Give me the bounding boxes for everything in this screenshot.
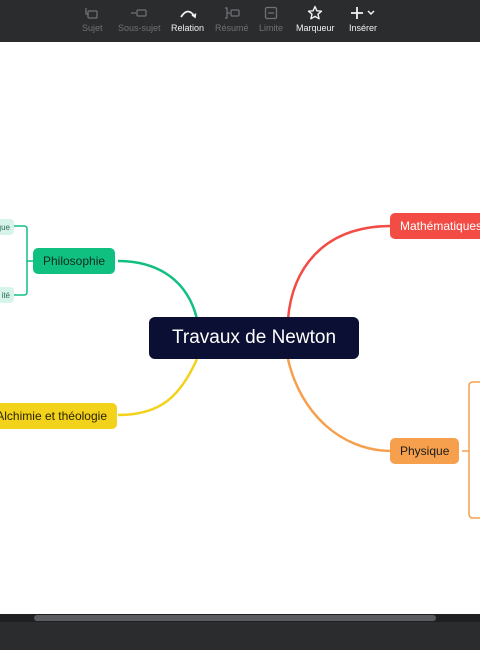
tool-relation[interactable]: Relation <box>171 4 204 33</box>
tool-sous-sujet[interactable]: Sous-sujet <box>118 4 161 33</box>
tool-sujet[interactable]: Sujet <box>82 4 103 33</box>
bottom-bar <box>0 614 480 650</box>
tool-resume[interactable]: Résumé <box>215 4 249 33</box>
plus-icon <box>350 4 376 22</box>
topic-philosophie[interactable]: Philosophie <box>33 248 116 274</box>
horizontal-scrollbar[interactable] <box>0 614 480 622</box>
tool-inserer[interactable]: Insérer <box>349 4 377 33</box>
tool-label: Insérer <box>349 23 378 33</box>
branch-line-mathematiques <box>286 224 393 320</box>
branch-line-philosophie <box>117 259 199 320</box>
scrollbar-thumb[interactable] <box>34 615 436 621</box>
topic-icon <box>85 4 99 22</box>
mindmap-canvas[interactable]: Travaux de Newton Mathématiques Physique… <box>0 42 480 614</box>
subtopic-philosophie-1[interactable]: que <box>0 219 14 235</box>
relation-icon <box>179 4 197 22</box>
branch-line-physique <box>286 358 393 453</box>
tool-label: Marqueur <box>296 23 335 33</box>
branch-connectors <box>14 224 480 519</box>
topic-physique[interactable]: Physique <box>390 438 460 464</box>
tool-label: Sous-sujet <box>118 23 161 33</box>
star-icon <box>307 4 323 22</box>
toolbar: Sujet Sous-sujet Relation Résumé Limite … <box>0 0 480 43</box>
branch-line-alchimie <box>117 358 199 417</box>
subtopic-bracket-philosophie <box>14 225 33 296</box>
summary-icon <box>223 4 241 22</box>
subtopic-bracket-physique <box>462 381 480 519</box>
tool-label: Résumé <box>215 23 249 33</box>
topic-mathematiques[interactable]: Mathématiques <box>390 213 480 239</box>
tool-label: Sujet <box>82 23 103 33</box>
subtopic-philosophie-2[interactable]: ité <box>0 287 14 303</box>
boundary-icon <box>264 4 278 22</box>
tool-limite[interactable]: Limite <box>259 4 283 33</box>
tool-label: Relation <box>171 23 205 33</box>
topic-alchimie-theologie[interactable]: Alchimie et théologie <box>0 403 117 429</box>
tool-label: Limite <box>259 23 284 33</box>
tool-marqueur[interactable]: Marqueur <box>296 4 335 33</box>
subtopic-icon <box>130 4 148 22</box>
central-topic[interactable]: Travaux de Newton <box>149 317 359 359</box>
